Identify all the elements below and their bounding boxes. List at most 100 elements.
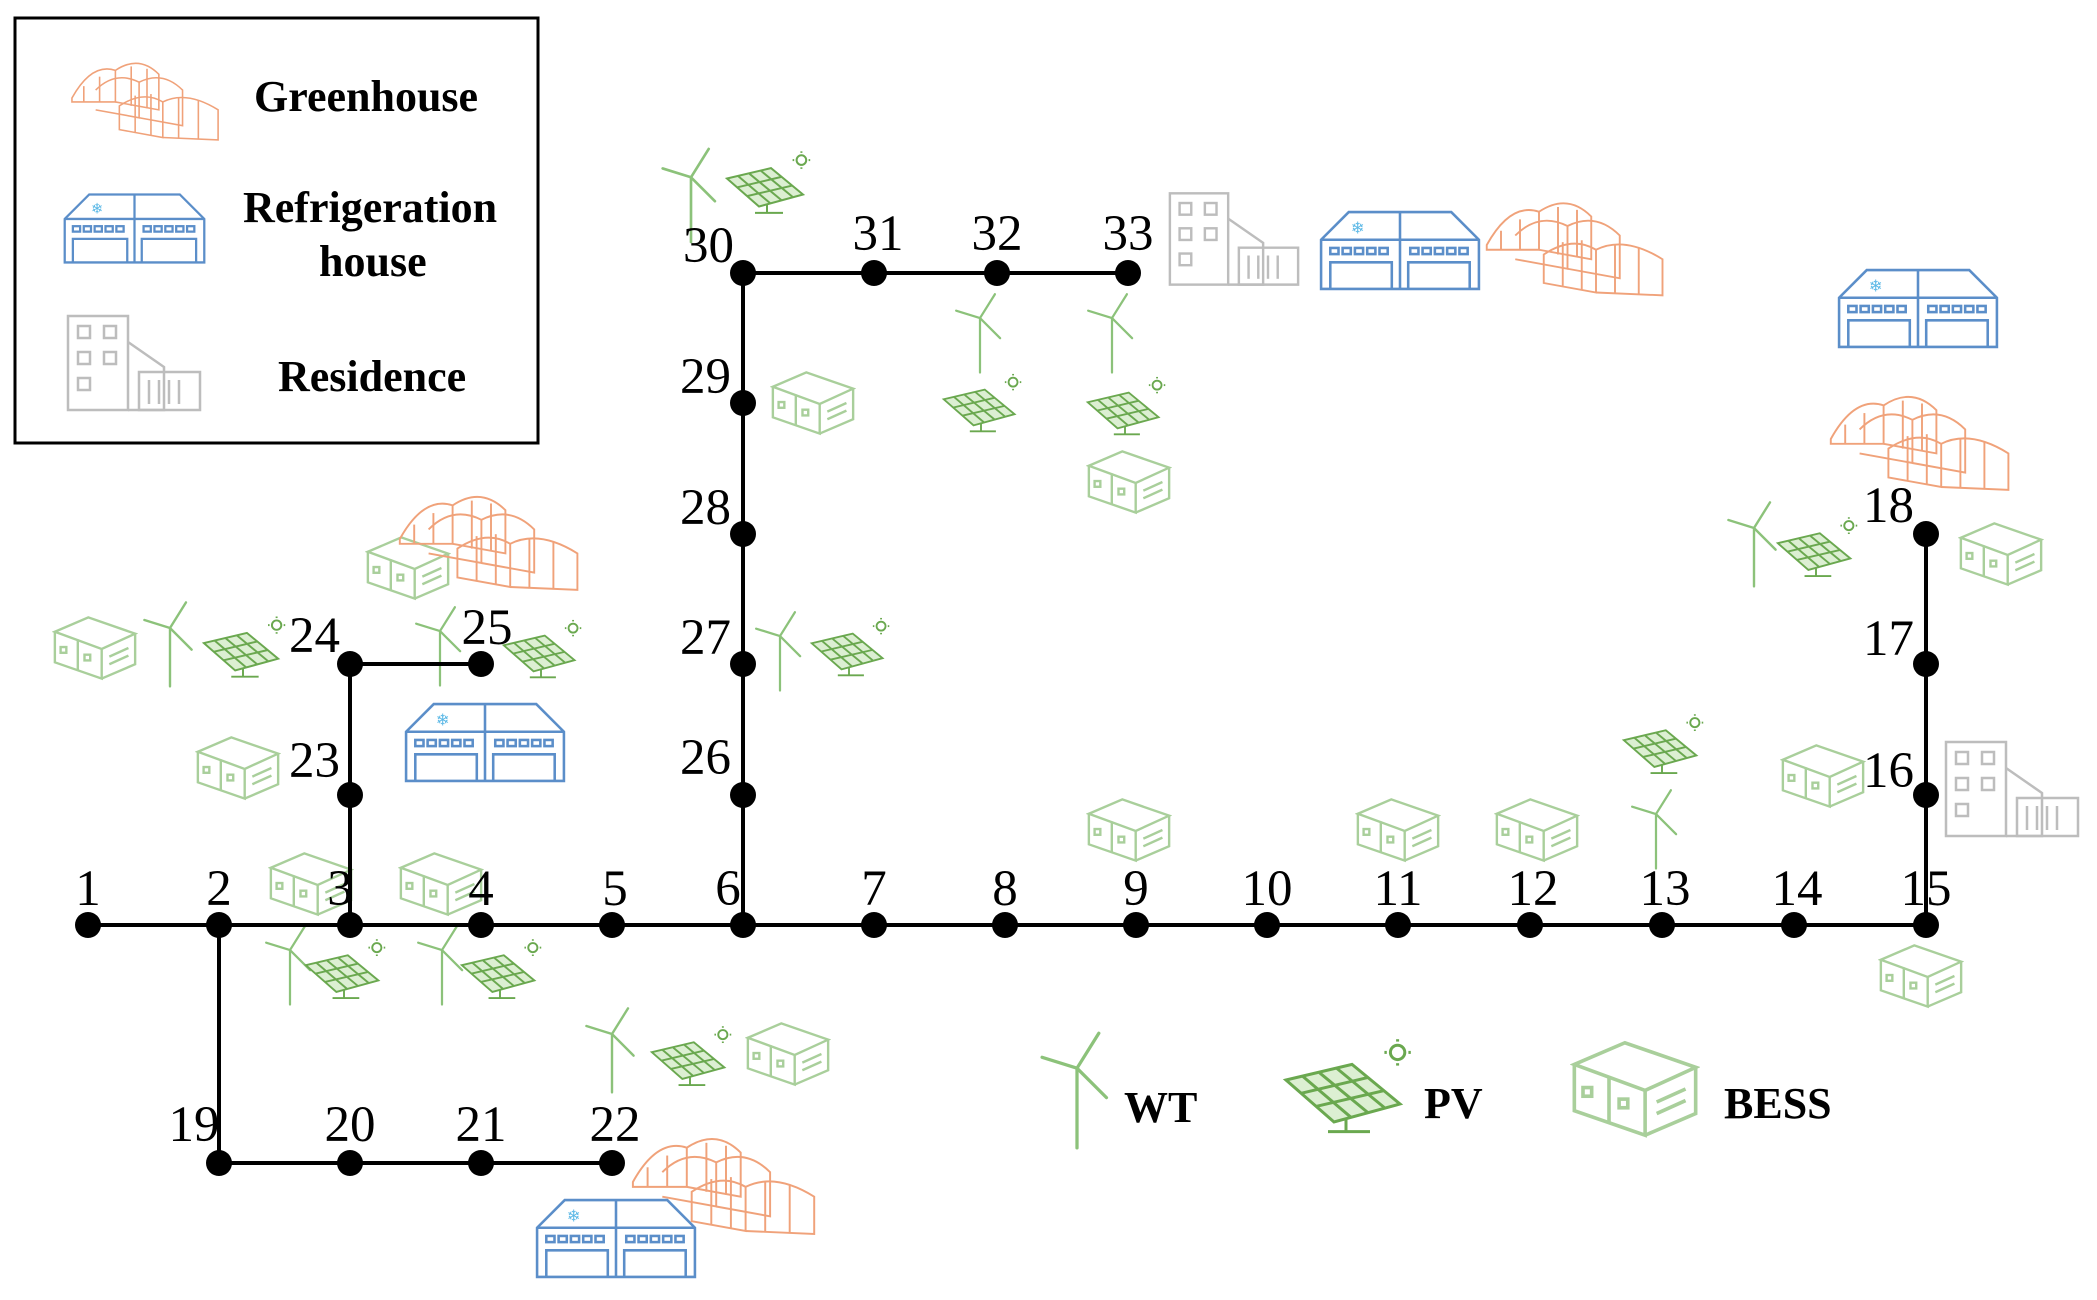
bus-label-11: 11 <box>1373 861 1422 917</box>
battery-storage-icon <box>1879 944 1963 1008</box>
bus-label-26: 26 <box>680 730 731 786</box>
solar-panel-icon <box>1776 516 1858 578</box>
legend-refrigeration-label-line2: house <box>319 237 427 286</box>
battery-storage-icon <box>196 736 280 800</box>
solar-panel-icon <box>810 616 890 677</box>
bus-node-33 <box>1115 260 1141 286</box>
wind-turbine-icon <box>143 601 193 688</box>
bus-node-8 <box>992 912 1018 938</box>
bus-node-10 <box>1254 912 1280 938</box>
bus-label-22: 22 <box>590 1097 641 1153</box>
bus-label-18: 18 <box>1863 478 1914 534</box>
bus-label-30: 30 <box>683 218 734 274</box>
solar-panel-icon <box>460 938 542 1000</box>
bus-node-31 <box>861 260 887 286</box>
bus-node-21 <box>468 1150 494 1176</box>
legend: Greenhouse Refrigeration house Residence <box>13 16 540 445</box>
solar-panel-icon <box>1622 713 1704 775</box>
wind-turbine-icon <box>264 925 312 1006</box>
greenhouse-icon <box>1829 395 2010 492</box>
legend-residence-label: Residence <box>278 352 466 401</box>
bus-node-20 <box>337 1150 363 1176</box>
bus-node-15 <box>1913 912 1939 938</box>
bus-label-15: 15 <box>1901 861 1952 917</box>
wind-turbine-icon <box>416 925 464 1006</box>
wind-turbine-icon <box>754 611 802 692</box>
wind-turbine-icon <box>1630 789 1678 870</box>
bus-node-13 <box>1649 912 1675 938</box>
device-key: WT PV BESS <box>1040 1031 1832 1150</box>
bus-node-24 <box>337 651 363 677</box>
bus-node-1 <box>75 912 101 938</box>
bus-label-32: 32 <box>972 206 1023 262</box>
wind-turbine-icon <box>1086 292 1134 374</box>
bus-node-5 <box>599 912 625 938</box>
bus-label-14: 14 <box>1772 861 1823 917</box>
bus-node-2 <box>206 912 232 938</box>
solar-panel-icon <box>1086 375 1166 436</box>
bus-label-13: 13 <box>1640 861 1691 917</box>
greenhouse-icon <box>1485 202 1664 297</box>
legend-greenhouse-label: Greenhouse <box>254 72 478 121</box>
bus-node-22 <box>599 1150 625 1176</box>
bus-label-4: 4 <box>468 861 494 917</box>
bus-node-30 <box>730 260 756 286</box>
bus-label-7: 7 <box>861 861 887 917</box>
bus-label-16: 16 <box>1863 743 1914 799</box>
key-pv-label: PV <box>1424 1079 1483 1128</box>
bus-label-33: 33 <box>1103 206 1154 262</box>
battery-storage-icon <box>746 1022 830 1086</box>
bus-label-2: 2 <box>206 861 232 917</box>
solar-panel-icon <box>304 938 386 1000</box>
bus-label-1: 1 <box>75 861 101 917</box>
bus-node-16 <box>1913 782 1939 808</box>
bus-label-9: 9 <box>1123 861 1149 917</box>
refrigeration-house-icon <box>404 702 566 783</box>
bus-label-29: 29 <box>680 349 731 405</box>
battery-storage-icon <box>1087 798 1171 862</box>
bus-node-25 <box>468 651 494 677</box>
legend-refrigeration-label: Refrigeration <box>243 183 497 232</box>
bus-label-25: 25 <box>462 600 513 656</box>
wind-turbine-icon <box>1040 1031 1109 1150</box>
bus-label-31: 31 <box>853 206 904 262</box>
bus-node-7 <box>861 912 887 938</box>
bus-label-19: 19 <box>169 1097 220 1153</box>
battery-storage-icon <box>1572 1040 1698 1138</box>
bus-label-20: 20 <box>325 1097 376 1153</box>
bus-label-6: 6 <box>715 861 741 917</box>
battery-storage-icon <box>1781 744 1865 808</box>
bus-node-23 <box>337 782 363 808</box>
solar-panel-icon <box>202 615 286 678</box>
bus-label-23: 23 <box>289 733 340 789</box>
wind-turbine-icon <box>414 606 462 687</box>
network-lines <box>88 271 1928 1165</box>
wind-turbine-icon <box>585 1007 635 1094</box>
bus-label-28: 28 <box>680 480 731 536</box>
residence-icon <box>1168 191 1300 287</box>
solar-panel-icon <box>1284 1037 1412 1134</box>
refrigeration-house-icon <box>1319 210 1481 291</box>
solar-panel-icon <box>502 618 582 679</box>
battery-storage-icon <box>1087 450 1171 514</box>
bus-node-9 <box>1123 912 1149 938</box>
bus-label-10: 10 <box>1242 861 1293 917</box>
bus-node-17 <box>1913 651 1939 677</box>
solar-panel-icon <box>942 372 1022 433</box>
bus-node-12 <box>1517 912 1543 938</box>
bus-node-28 <box>730 521 756 547</box>
bus-node-4 <box>468 912 494 938</box>
bus-node-18 <box>1913 521 1939 547</box>
bus-label-8: 8 <box>992 861 1018 917</box>
wind-turbine-icon <box>954 292 1002 374</box>
battery-storage-icon <box>366 536 450 600</box>
refrigeration-house-icon <box>1837 268 1999 349</box>
battery-storage-icon <box>1356 798 1440 862</box>
bus-label-3: 3 <box>327 861 353 917</box>
key-bess-label: BESS <box>1724 1079 1832 1128</box>
wind-turbine-icon <box>1727 501 1777 588</box>
battery-storage-icon <box>1495 798 1579 862</box>
bus-label-21: 21 <box>456 1097 507 1153</box>
bus-node-26 <box>730 782 756 808</box>
bus-label-17: 17 <box>1863 611 1914 667</box>
